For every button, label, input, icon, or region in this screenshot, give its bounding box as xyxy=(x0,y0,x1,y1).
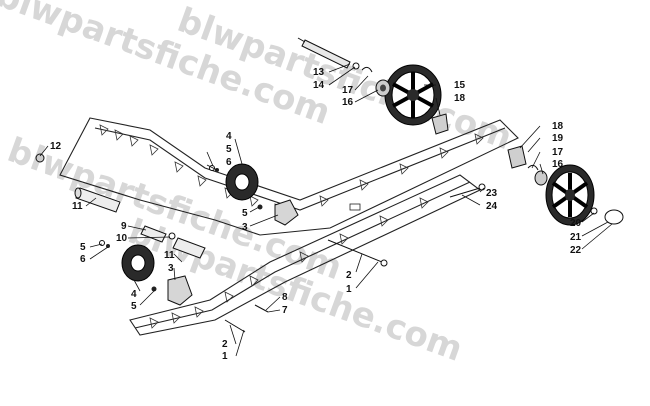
callout-5-lower: 5 xyxy=(131,301,137,312)
callout-5-mid: 5 xyxy=(242,208,248,219)
callout-11-left: 11 xyxy=(72,201,83,212)
callout-20: 20 xyxy=(570,218,582,229)
callout-18-right: 18 xyxy=(552,121,564,132)
leader-lines xyxy=(39,63,613,357)
callout-13: 13 xyxy=(313,67,325,78)
callout-17-upper: 17 xyxy=(342,85,354,96)
callout-21: 21 xyxy=(570,232,582,243)
idler-wheel-right xyxy=(507,145,624,226)
callout-17-right: 17 xyxy=(552,147,564,158)
suspension-wheel-lower xyxy=(99,240,193,306)
callout-14: 14 xyxy=(313,80,325,91)
suspension-wheel-upper xyxy=(209,163,299,226)
cross-shaft-left xyxy=(35,153,206,259)
callout-19: 19 xyxy=(552,133,564,144)
callout-23: 23 xyxy=(486,188,498,199)
callout-1-right: 1 xyxy=(346,284,352,295)
callout-16-upper: 16 xyxy=(342,97,354,108)
spacer-upper xyxy=(431,113,449,135)
callout-15: 15 xyxy=(454,80,466,91)
callout-11-mid: 11 xyxy=(164,250,175,261)
callout-12: 12 xyxy=(50,141,62,152)
idler-wheel-upper xyxy=(375,64,442,126)
callout-3-lower: 3 xyxy=(168,263,174,274)
callout-2-left: 2 xyxy=(222,339,228,350)
callout-2-right: 2 xyxy=(346,270,352,281)
callout-5-left: 5 xyxy=(80,242,86,253)
callout-9: 9 xyxy=(121,221,127,232)
callout-7: 7 xyxy=(282,305,288,316)
callout-6-left: 6 xyxy=(80,254,86,265)
callout-3-upper: 3 xyxy=(242,222,248,233)
slide-rail-front xyxy=(129,174,482,336)
callout-8: 8 xyxy=(282,292,288,303)
callout-6-upper: 6 xyxy=(226,157,232,168)
callout-16-right: 16 xyxy=(552,159,564,170)
callout-5-upper: 5 xyxy=(226,144,232,155)
callout-4-lower: 4 xyxy=(131,289,137,300)
callout-labels: 13 14 17 16 15 18 18 19 17 16 23 24 20 2… xyxy=(50,67,582,362)
callout-4-upper: 4 xyxy=(226,131,232,142)
callout-18-upper: 18 xyxy=(454,93,466,104)
callout-10: 10 xyxy=(116,233,128,244)
callout-24: 24 xyxy=(486,201,498,212)
bolts-lower xyxy=(224,239,388,333)
callout-22: 22 xyxy=(570,245,582,256)
callout-1-left: 1 xyxy=(222,351,228,362)
